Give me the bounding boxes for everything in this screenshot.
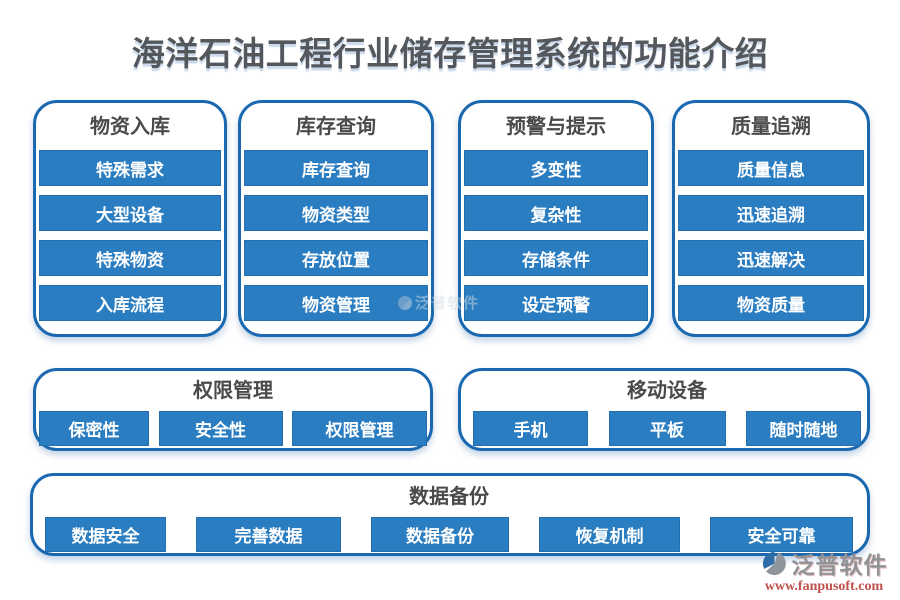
brand-name: 泛普软件 bbox=[791, 552, 888, 578]
panel-quality-tracing: 质量追溯 质量信息 迅速追溯 迅速解决 物资质量 bbox=[672, 100, 870, 337]
feature-bar: 物资质量 bbox=[678, 285, 864, 321]
feature-bar: 复杂性 bbox=[464, 195, 648, 231]
panel-title: 库存查询 bbox=[296, 116, 376, 138]
feature-bar: 物资管理 bbox=[244, 285, 428, 321]
feature-bar: 安全可靠 bbox=[710, 517, 853, 552]
feature-bar: 库存查询 bbox=[244, 150, 428, 186]
feature-bar: 存储条件 bbox=[464, 240, 648, 276]
panel-mobile-devices: 移动设备 手机 平板 随时随地 bbox=[458, 368, 870, 451]
feature-bar: 入库流程 bbox=[39, 285, 221, 321]
panel-title: 移动设备 bbox=[627, 380, 707, 402]
feature-bar: 手机 bbox=[473, 411, 588, 446]
feature-bar: 迅速解决 bbox=[678, 240, 864, 276]
feature-bar: 设定预警 bbox=[464, 285, 648, 321]
panel-title: 预警与提示 bbox=[506, 116, 606, 138]
feature-bar: 特殊物资 bbox=[39, 240, 221, 276]
feature-bar: 存放位置 bbox=[244, 240, 428, 276]
feature-bar: 大型设备 bbox=[39, 195, 221, 231]
feature-bar: 随时随地 bbox=[746, 411, 861, 446]
feature-bar: 物资类型 bbox=[244, 195, 428, 231]
feature-bar: 权限管理 bbox=[292, 411, 427, 446]
feature-bar: 安全性 bbox=[158, 411, 283, 446]
fanpu-logo-icon bbox=[761, 550, 788, 577]
feature-bar: 保密性 bbox=[39, 411, 149, 446]
feature-bar: 数据备份 bbox=[371, 517, 509, 552]
feature-bar: 质量信息 bbox=[678, 150, 864, 186]
feature-bar: 完善数据 bbox=[196, 517, 341, 552]
feature-bar: 特殊需求 bbox=[39, 150, 221, 186]
brand-website: www.fanpusoft.com bbox=[764, 579, 884, 594]
feature-bar: 平板 bbox=[608, 411, 726, 446]
panel-title: 质量追溯 bbox=[731, 116, 811, 138]
panel-data-backup: 数据备份 数据安全 完善数据 数据备份 恢复机制 安全可靠 bbox=[30, 473, 870, 556]
feature-bar: 数据安全 bbox=[45, 517, 166, 552]
panel-alerts-reminders: 预警与提示 多变性 复杂性 存储条件 设定预警 bbox=[458, 100, 654, 337]
brand-logo: 泛普软件 www.fanpusoft.com bbox=[750, 546, 898, 595]
panel-title: 物资入库 bbox=[90, 116, 170, 138]
panel-title: 数据备份 bbox=[409, 486, 489, 508]
panel-permission-management: 权限管理 保密性 安全性 权限管理 bbox=[33, 368, 433, 451]
panel-title: 权限管理 bbox=[193, 380, 273, 402]
page-title: 海洋石油工程行业储存管理系统的功能介绍 bbox=[131, 35, 769, 72]
feature-bar: 恢复机制 bbox=[539, 517, 680, 552]
panel-inventory-query: 库存查询 库存查询 物资类型 存放位置 物资管理 bbox=[238, 100, 434, 337]
feature-bar: 多变性 bbox=[464, 150, 648, 186]
feature-bar: 迅速追溯 bbox=[678, 195, 864, 231]
panel-material-inbound: 物资入库 特殊需求 大型设备 特殊物资 入库流程 bbox=[33, 100, 227, 337]
